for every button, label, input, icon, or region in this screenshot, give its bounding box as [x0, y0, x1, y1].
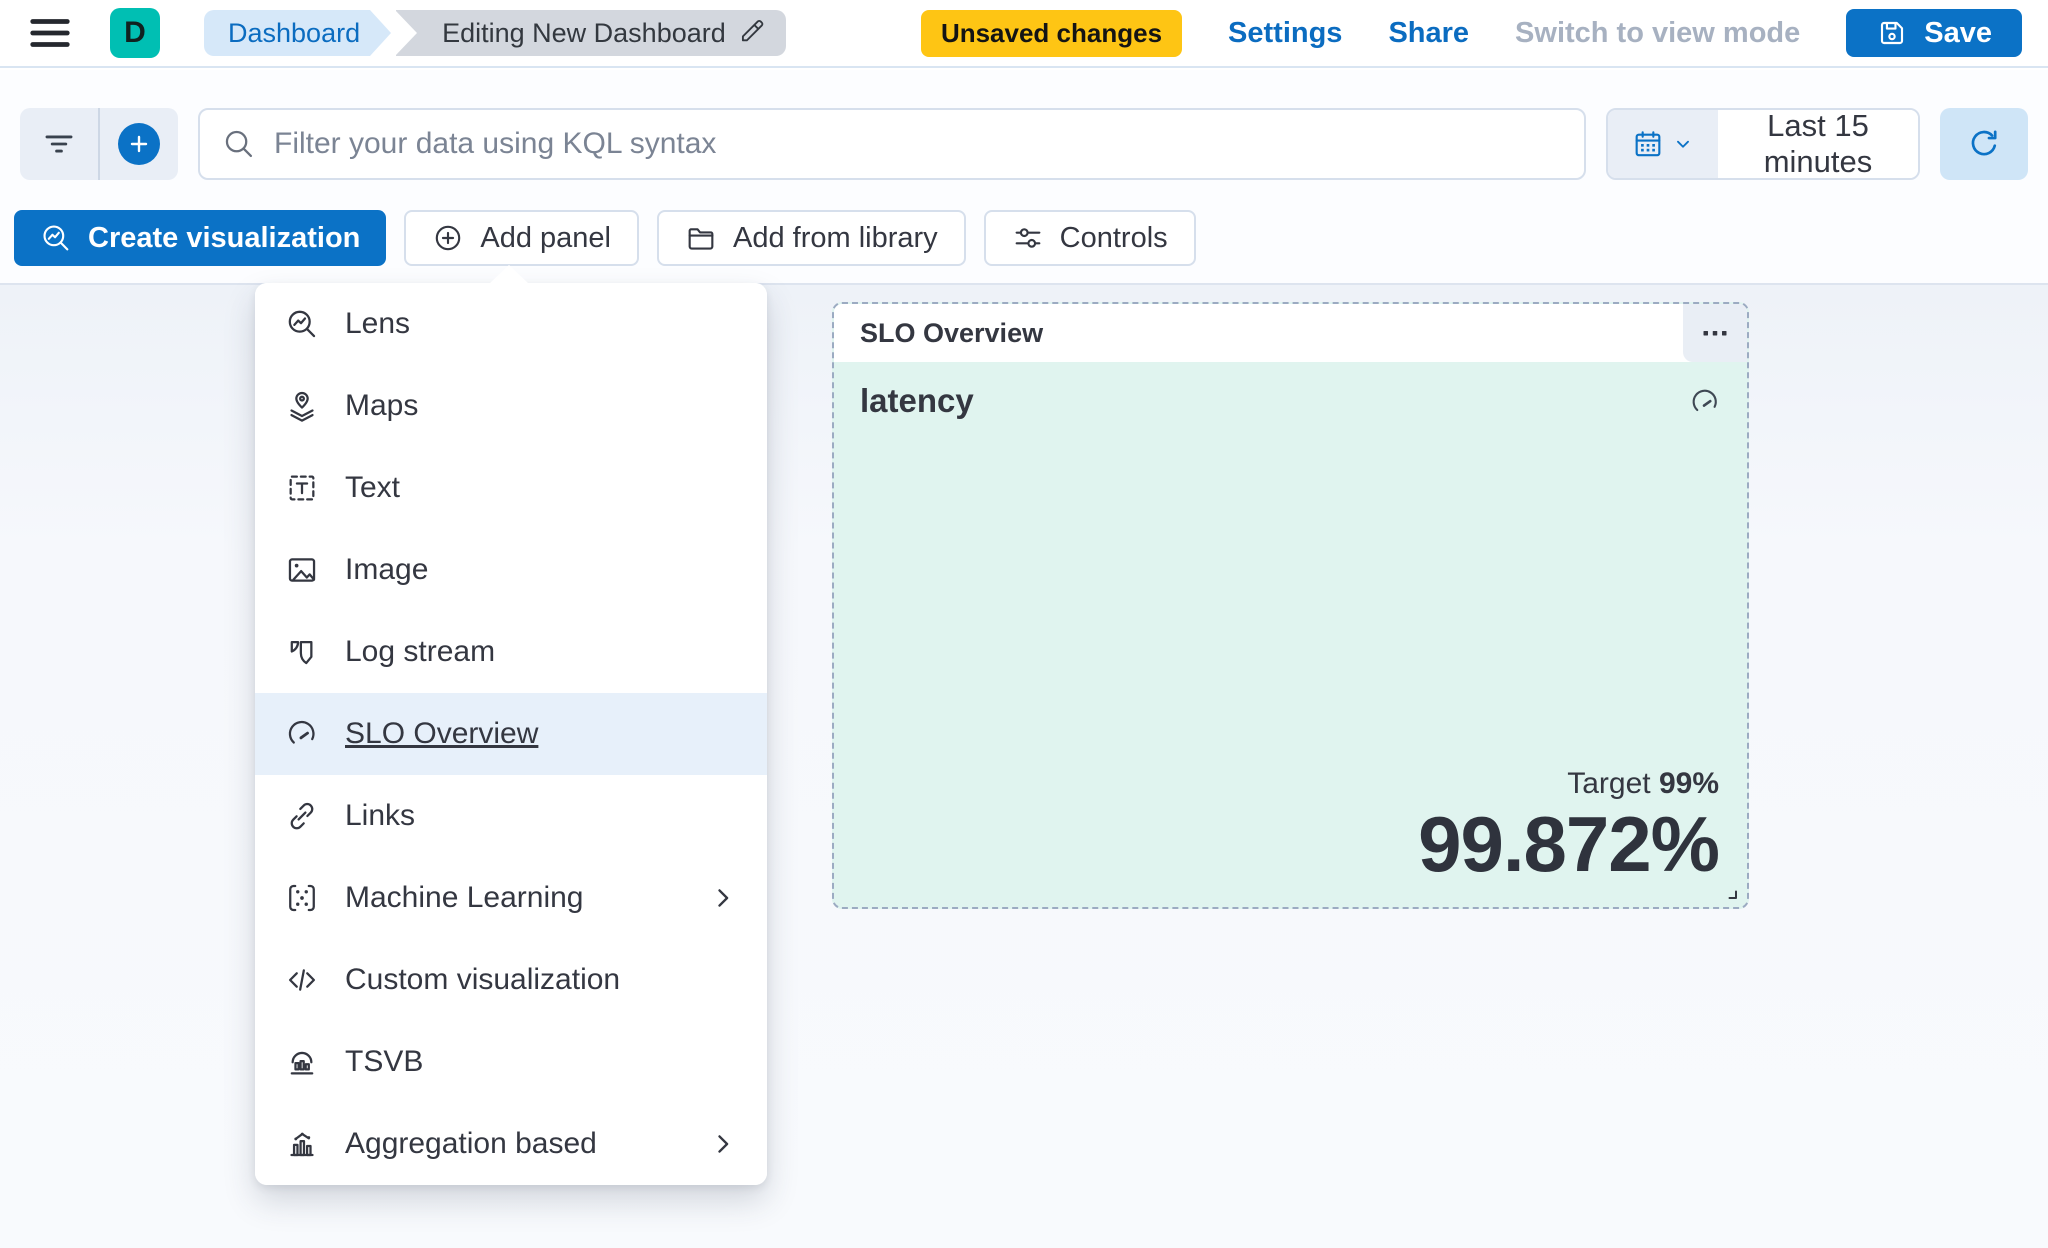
save-button[interactable]: Save [1846, 9, 2022, 57]
add-filter-button[interactable] [100, 108, 178, 180]
dashboard-controls-zone: Last 15 minutes Create visualization Add… [0, 70, 2048, 284]
plus-circle-icon [432, 222, 464, 254]
panel-drag-header[interactable]: SLO Overview [834, 304, 1747, 362]
toolbar-canvas-divider [0, 283, 2048, 285]
add-panel-menu-item[interactable]: TSVB [255, 1021, 767, 1103]
panel-title: SLO Overview [860, 317, 1044, 348]
save-icon [1876, 17, 1908, 49]
refresh-button[interactable] [1940, 108, 2028, 180]
add-panel-button[interactable]: Add panel [404, 210, 639, 266]
pencil-icon [738, 19, 766, 47]
time-range-button[interactable]: Last 15 minutes [1718, 110, 1918, 178]
space-avatar[interactable]: D [110, 8, 160, 58]
breadcrumb: Dashboard Editing New Dashboard [204, 10, 786, 56]
add-panel-menu-item[interactable]: Lens [255, 283, 767, 365]
aggregation-icon [285, 1127, 319, 1161]
time-picker-calendar-button[interactable] [1608, 110, 1718, 178]
chevron-right-icon [709, 884, 737, 912]
log-stream-icon [285, 635, 319, 669]
gauge-icon [285, 717, 319, 751]
add-panel-menu-list: Lens Maps Text Image Log stream SLO Over… [255, 283, 767, 1185]
controls-button[interactable]: Controls [983, 210, 1196, 266]
menu-toggle-button[interactable] [26, 9, 74, 57]
space-avatar-letter: D [124, 16, 146, 49]
slo-metric-block: Target 99% 99.872% [1418, 767, 1720, 888]
filter-controls-group [20, 108, 178, 180]
slo-target-value: 99% [1658, 767, 1719, 800]
add-panel-menu-item[interactable]: SLO Overview [255, 693, 767, 775]
chevron-down-icon [1672, 133, 1694, 155]
code-icon [285, 963, 319, 997]
slo-sli-value: 99.872% [1418, 800, 1720, 888]
slo-target-label: Target [1567, 767, 1651, 800]
switch-to-view-mode-link[interactable]: Switch to view mode [1515, 16, 1801, 49]
add-panel-menu-item[interactable]: Custom visualization [255, 939, 767, 1021]
image-icon [285, 553, 319, 587]
query-bar: Last 15 minutes [0, 108, 2048, 180]
add-panel-menu-item[interactable]: Machine Learning [255, 857, 767, 939]
segment-divider [98, 108, 100, 180]
filter-icon [42, 127, 76, 161]
slo-overview-panel: SLO Overview latency Target 99% 99.872% [832, 302, 1749, 909]
add-panel-menu-item[interactable]: Log stream [255, 611, 767, 693]
calendar-icon [1632, 128, 1664, 160]
dashboard-canvas: Lens Maps Text Image Log stream SLO Over… [0, 265, 2048, 1248]
maps-icon [285, 389, 319, 423]
add-panel-menu-item[interactable]: Links [255, 775, 767, 857]
search-icon [222, 127, 256, 161]
lens-icon [285, 307, 319, 341]
chevron-right-icon [709, 1130, 737, 1158]
hamburger-icon [27, 10, 73, 56]
create-visualization-button[interactable]: Create visualization [14, 210, 387, 266]
share-link[interactable]: Share [1388, 16, 1470, 49]
unsaved-changes-badge: Unsaved changes [920, 9, 1183, 57]
add-from-library-button[interactable]: Add from library [657, 210, 966, 266]
add-panel-menu-item[interactable]: Maps [255, 365, 767, 447]
dashboard-toolbar: Create visualization Add panel Add from … [14, 210, 1196, 266]
time-picker: Last 15 minutes [1606, 108, 1920, 180]
kql-search-box [198, 108, 1586, 180]
link-icon [285, 799, 319, 833]
lens-icon [40, 222, 72, 254]
add-panel-menu: Lens Maps Text Image Log stream SLO Over… [255, 265, 767, 1185]
breadcrumb-dashboard[interactable]: Dashboard [204, 10, 392, 56]
machine-learning-icon [285, 881, 319, 915]
add-panel-menu-item[interactable]: Image [255, 529, 767, 611]
add-panel-menu-item[interactable]: Aggregation based [255, 1103, 767, 1185]
sliders-icon [1012, 222, 1044, 254]
plus-circle-icon [118, 123, 160, 165]
text-icon [285, 471, 319, 505]
app-header: D Dashboard Editing New Dashboard Unsave… [0, 0, 2048, 68]
settings-link[interactable]: Settings [1228, 16, 1343, 49]
breadcrumb-editing-dashboard[interactable]: Editing New Dashboard [395, 10, 786, 56]
slo-panel-body: latency Target 99% 99.872% [834, 362, 1747, 909]
boxes-horizontal-icon [1700, 318, 1730, 348]
slo-name: latency [860, 382, 974, 419]
folder-icon [685, 222, 717, 254]
panel-options-button[interactable] [1683, 304, 1747, 362]
panel-resize-handle[interactable] [1717, 879, 1741, 903]
kql-search-input[interactable] [274, 127, 1562, 161]
gauge-icon [1689, 386, 1721, 418]
saved-query-filter-button[interactable] [20, 108, 98, 180]
tsvb-icon [285, 1045, 319, 1079]
add-panel-menu-item[interactable]: Text [255, 447, 767, 529]
refresh-icon [1967, 127, 2001, 161]
